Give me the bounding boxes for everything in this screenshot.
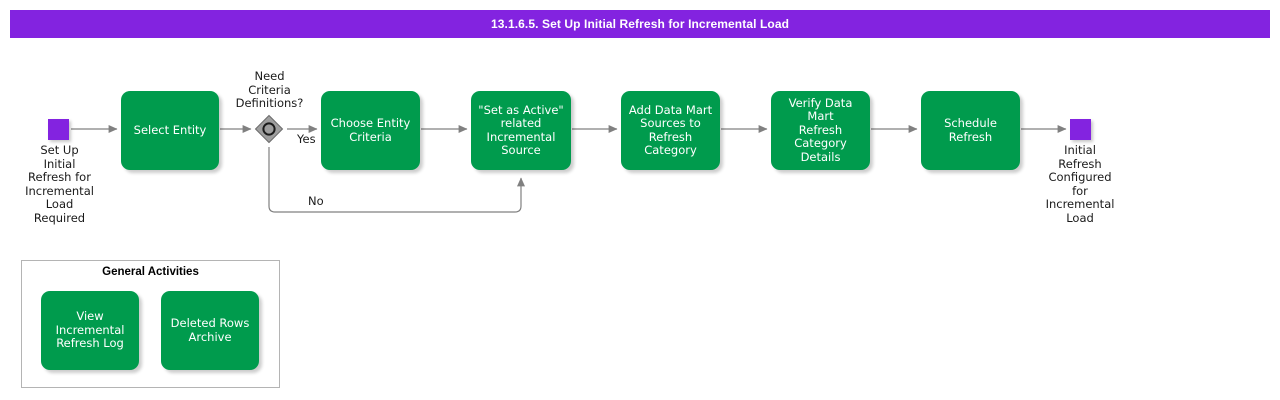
task-label: Verify Data Mart Refresh Category Detail… xyxy=(788,95,853,164)
gateway-label: Need Criteria Definitions? xyxy=(235,69,304,110)
edge-label-yes: Yes xyxy=(297,132,316,146)
task-label: Select Entity xyxy=(133,122,207,137)
edge-label-no: No xyxy=(308,194,324,208)
activity-view-incremental-refresh-log[interactable]: View Incremental Refresh Log xyxy=(41,291,139,370)
page-title: 13.1.6.5. Set Up Initial Refresh for Inc… xyxy=(490,17,790,31)
page-title-bar: 13.1.6.5. Set Up Initial Refresh for Inc… xyxy=(10,10,1270,38)
start-event-label: Set Up Initial Refresh for Incremental L… xyxy=(25,143,94,225)
task-select-entity[interactable]: Select Entity xyxy=(121,91,219,170)
task-label: View Incremental Refresh Log xyxy=(55,309,125,351)
activity-deleted-rows-archive[interactable]: Deleted Rows Archive xyxy=(161,291,259,370)
task-set-as-active-related-incremental-source[interactable]: "Set as Active" related Incremental Sour… xyxy=(471,91,571,170)
task-label: Choose Entity Criteria xyxy=(330,116,411,144)
task-label: Schedule Refresh xyxy=(944,116,997,144)
task-label: "Set as Active" related Incremental Sour… xyxy=(478,102,564,157)
start-event-marker[interactable] xyxy=(48,119,69,140)
task-verify-data-mart-refresh-category-details[interactable]: Verify Data Mart Refresh Category Detail… xyxy=(771,91,870,170)
task-add-data-mart-sources-to-refresh-category[interactable]: Add Data Mart Sources to Refresh Categor… xyxy=(621,91,720,170)
need-criteria-definitions-gateway[interactable] xyxy=(254,114,284,144)
end-event-label: Initial Refresh Configured for Increment… xyxy=(1045,143,1115,225)
task-label: Add Data Mart Sources to Refresh Categor… xyxy=(628,102,713,157)
task-choose-entity-criteria[interactable]: Choose Entity Criteria xyxy=(321,91,420,170)
general-activities-title: General Activities xyxy=(102,266,199,278)
end-event-marker[interactable] xyxy=(1070,119,1091,140)
task-label: Deleted Rows Archive xyxy=(170,316,250,344)
task-schedule-refresh[interactable]: Schedule Refresh xyxy=(921,91,1020,170)
